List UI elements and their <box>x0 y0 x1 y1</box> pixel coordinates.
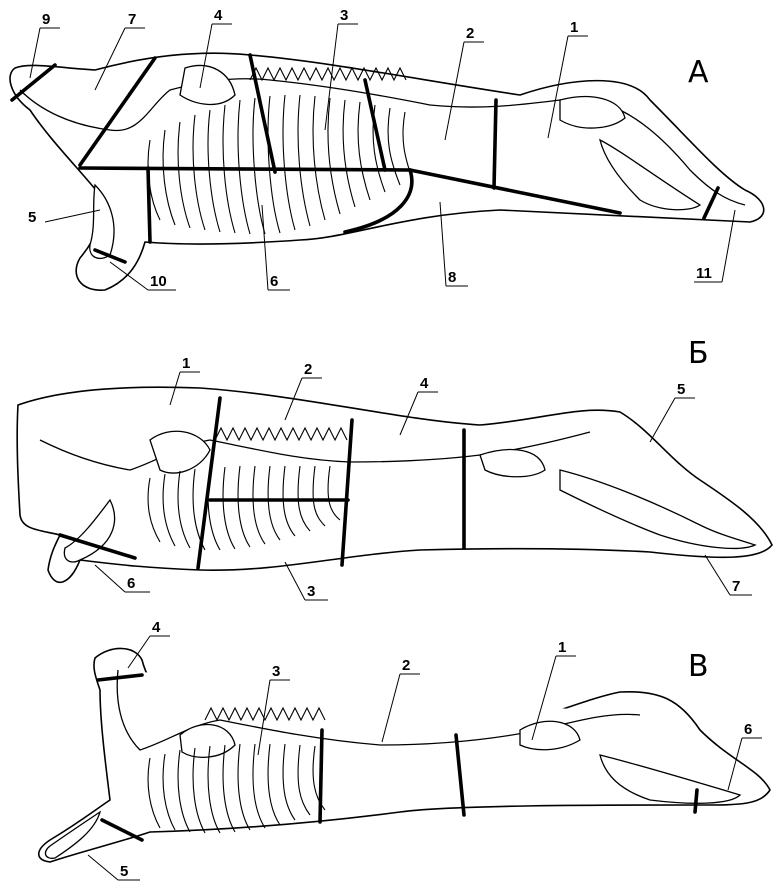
panel-a: 9 7 4 3 2 1 5 6 10 8 11 А <box>10 7 764 290</box>
label-v-6: 6 <box>744 721 752 738</box>
label-a-1: 1 <box>570 19 578 36</box>
panel-letter-v: В <box>688 649 709 684</box>
label-a-5: 5 <box>28 209 36 226</box>
label-v-2: 2 <box>402 657 410 674</box>
label-v-4: 4 <box>152 619 161 636</box>
panel-letter-a: А <box>688 55 709 90</box>
label-b-7: 7 <box>732 578 740 595</box>
label-a-6: 6 <box>270 273 278 290</box>
dorsal-processes-a <box>250 68 406 80</box>
label-b-6: 6 <box>127 575 135 592</box>
label-v-3: 3 <box>272 663 280 680</box>
spine-b <box>40 431 755 562</box>
label-b-2: 2 <box>304 361 312 378</box>
panel-b: 1 2 4 5 6 3 7 Б <box>17 336 772 600</box>
label-v-1: 1 <box>558 639 566 656</box>
label-a-4: 4 <box>214 7 223 24</box>
panel-letter-b: Б <box>688 336 709 371</box>
label-b-3: 3 <box>307 583 315 600</box>
label-a-9: 9 <box>42 11 50 28</box>
label-a-7: 7 <box>128 11 136 28</box>
ribs-v <box>148 744 325 833</box>
label-b-1: 1 <box>182 355 190 372</box>
panel-v: 4 3 2 1 6 5 В <box>39 619 770 880</box>
label-v-5: 5 <box>120 863 128 880</box>
label-b-5: 5 <box>677 381 685 398</box>
leader-lines-v <box>88 636 762 880</box>
carcass-outline-b <box>17 387 772 582</box>
label-a-8: 8 <box>448 269 456 286</box>
label-a-11: 11 <box>696 265 712 282</box>
label-b-4: 4 <box>420 375 429 392</box>
ribs-b <box>148 466 340 550</box>
label-a-2: 2 <box>466 25 474 42</box>
spine-v <box>45 670 740 858</box>
cut-lines-b <box>60 398 464 568</box>
label-a-10: 10 <box>150 273 167 290</box>
label-a-3: 3 <box>340 7 348 24</box>
